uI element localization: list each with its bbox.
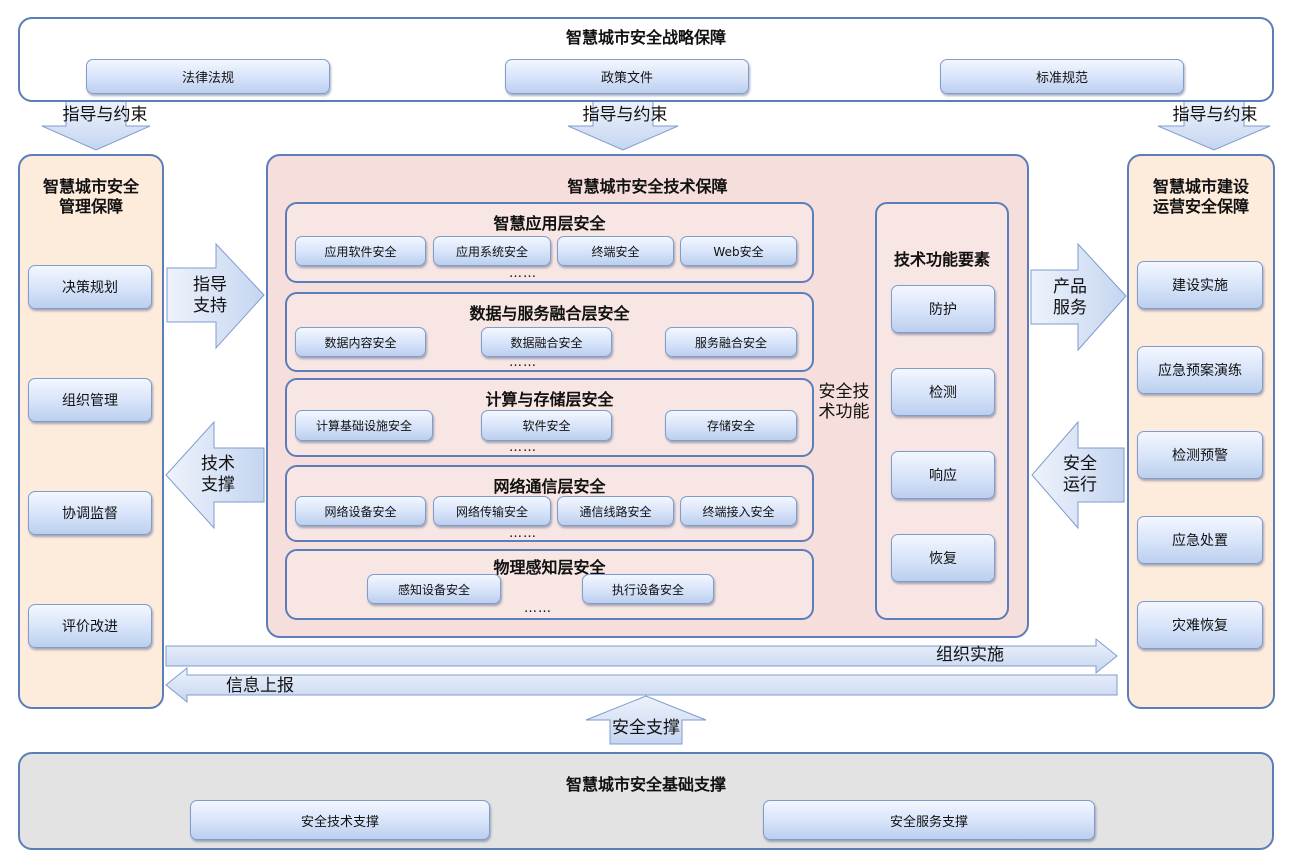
foundation-item-service: 安全服务支撑 xyxy=(763,800,1095,840)
strategy-item-policy: 政策文件 xyxy=(505,59,749,94)
product-service-label-2: 服务 xyxy=(1053,298,1087,318)
secure-operation-arrow xyxy=(1031,420,1125,530)
layer-physical-perception: 物理感知层安全 …… xyxy=(285,549,814,620)
tech-support-label-2: 支撑 xyxy=(201,475,235,495)
management-item-organization: 组织管理 xyxy=(28,378,152,422)
security-function-label-2: 术功能 xyxy=(818,402,870,422)
operation-item-handling: 应急处置 xyxy=(1137,516,1263,564)
layer-item: 数据内容安全 xyxy=(295,327,426,357)
layer-item: 数据融合安全 xyxy=(481,327,612,357)
guide-arrow-left xyxy=(41,99,151,151)
layer-item: 网络设备安全 xyxy=(295,496,426,526)
management-item-supervision: 协调监督 xyxy=(28,491,152,535)
guide-label-center: 指导与约束 xyxy=(582,105,668,125)
more-dots: …… xyxy=(509,355,537,370)
layer-item: 服务融合安全 xyxy=(665,327,797,357)
product-service-arrow xyxy=(1030,242,1127,352)
tech-support-arrow xyxy=(165,420,265,530)
foundation-title: 智慧城市安全基础支撑 xyxy=(565,775,726,794)
technical-title: 智慧城市安全技术保障 xyxy=(567,177,728,196)
secure-operation-label-2: 运行 xyxy=(1063,475,1097,495)
foundation-item-tech: 安全技术支撑 xyxy=(190,800,490,840)
secure-operation-label-1: 安全 xyxy=(1063,454,1097,474)
tech-support-label-1: 技术 xyxy=(201,454,235,474)
management-item-evaluation: 评价改进 xyxy=(28,604,152,648)
layer-item: 网络传输安全 xyxy=(433,496,551,526)
management-item-planning: 决策规划 xyxy=(28,265,152,309)
organize-arrow xyxy=(165,637,1118,675)
management-title-line2: 管理保障 xyxy=(58,197,123,216)
element-respond: 响应 xyxy=(891,451,995,499)
guide-support-label-1: 指导 xyxy=(193,275,227,295)
operation-title-line1: 智慧城市建设 xyxy=(1152,177,1249,196)
layer-item: 通信线路安全 xyxy=(557,496,674,526)
operation-item-disaster-recovery: 灾难恢复 xyxy=(1137,601,1263,649)
element-detect: 检测 xyxy=(891,368,995,416)
more-dots: …… xyxy=(524,601,552,616)
layer-item: Web安全 xyxy=(680,236,797,266)
layer-item: 计算基础设施安全 xyxy=(295,410,433,441)
layer-title: 数据与服务融合层安全 xyxy=(469,304,630,323)
elements-title: 技术功能要素 xyxy=(893,250,990,269)
operation-item-drill: 应急预案演练 xyxy=(1137,346,1263,394)
element-recover: 恢复 xyxy=(891,534,995,582)
security-function-label-1: 安全技 xyxy=(818,382,870,402)
guide-arrow-right xyxy=(1157,99,1271,151)
product-service-label-1: 产品 xyxy=(1053,277,1087,297)
more-dots: …… xyxy=(509,440,537,455)
strategy-title: 智慧城市安全战略保障 xyxy=(565,28,726,47)
layer-item: 应用软件安全 xyxy=(295,236,426,266)
layer-item: 存储安全 xyxy=(665,410,797,441)
element-protect: 防护 xyxy=(891,285,995,333)
operation-title-line2: 运营安全保障 xyxy=(1152,197,1249,216)
report-label: 信息上报 xyxy=(226,676,294,696)
more-dots: …… xyxy=(509,526,537,541)
layer-title: 物理感知层安全 xyxy=(493,558,606,577)
report-arrow xyxy=(165,666,1118,704)
security-support-label: 安全支撑 xyxy=(612,718,680,738)
operation-item-construction: 建设实施 xyxy=(1137,261,1263,309)
operation-item-warning: 检测预警 xyxy=(1137,431,1263,479)
guide-label-left: 指导与约束 xyxy=(62,105,148,125)
layer-item: 感知设备安全 xyxy=(367,574,501,604)
layer-item: 终端接入安全 xyxy=(680,496,797,526)
guide-arrow-center xyxy=(567,99,679,151)
more-dots: …… xyxy=(509,266,537,281)
organize-label: 组织实施 xyxy=(936,645,1004,665)
layer-item: 软件安全 xyxy=(481,410,612,441)
guide-label-right: 指导与约束 xyxy=(1172,105,1258,125)
strategy-item-standard: 标准规范 xyxy=(940,59,1184,94)
security-support-arrow xyxy=(585,695,707,745)
layer-item: 终端安全 xyxy=(557,236,674,266)
guide-support-arrow xyxy=(166,242,265,350)
layer-item: 应用系统安全 xyxy=(433,236,551,266)
layer-title: 智慧应用层安全 xyxy=(493,214,606,233)
management-title-line1: 智慧城市安全 xyxy=(42,177,139,196)
layer-item: 执行设备安全 xyxy=(582,574,714,604)
guide-support-label-2: 支持 xyxy=(193,296,227,316)
layer-title: 网络通信层安全 xyxy=(493,477,606,496)
layer-title: 计算与存储层安全 xyxy=(485,390,614,409)
strategy-item-law: 法律法规 xyxy=(86,59,330,94)
